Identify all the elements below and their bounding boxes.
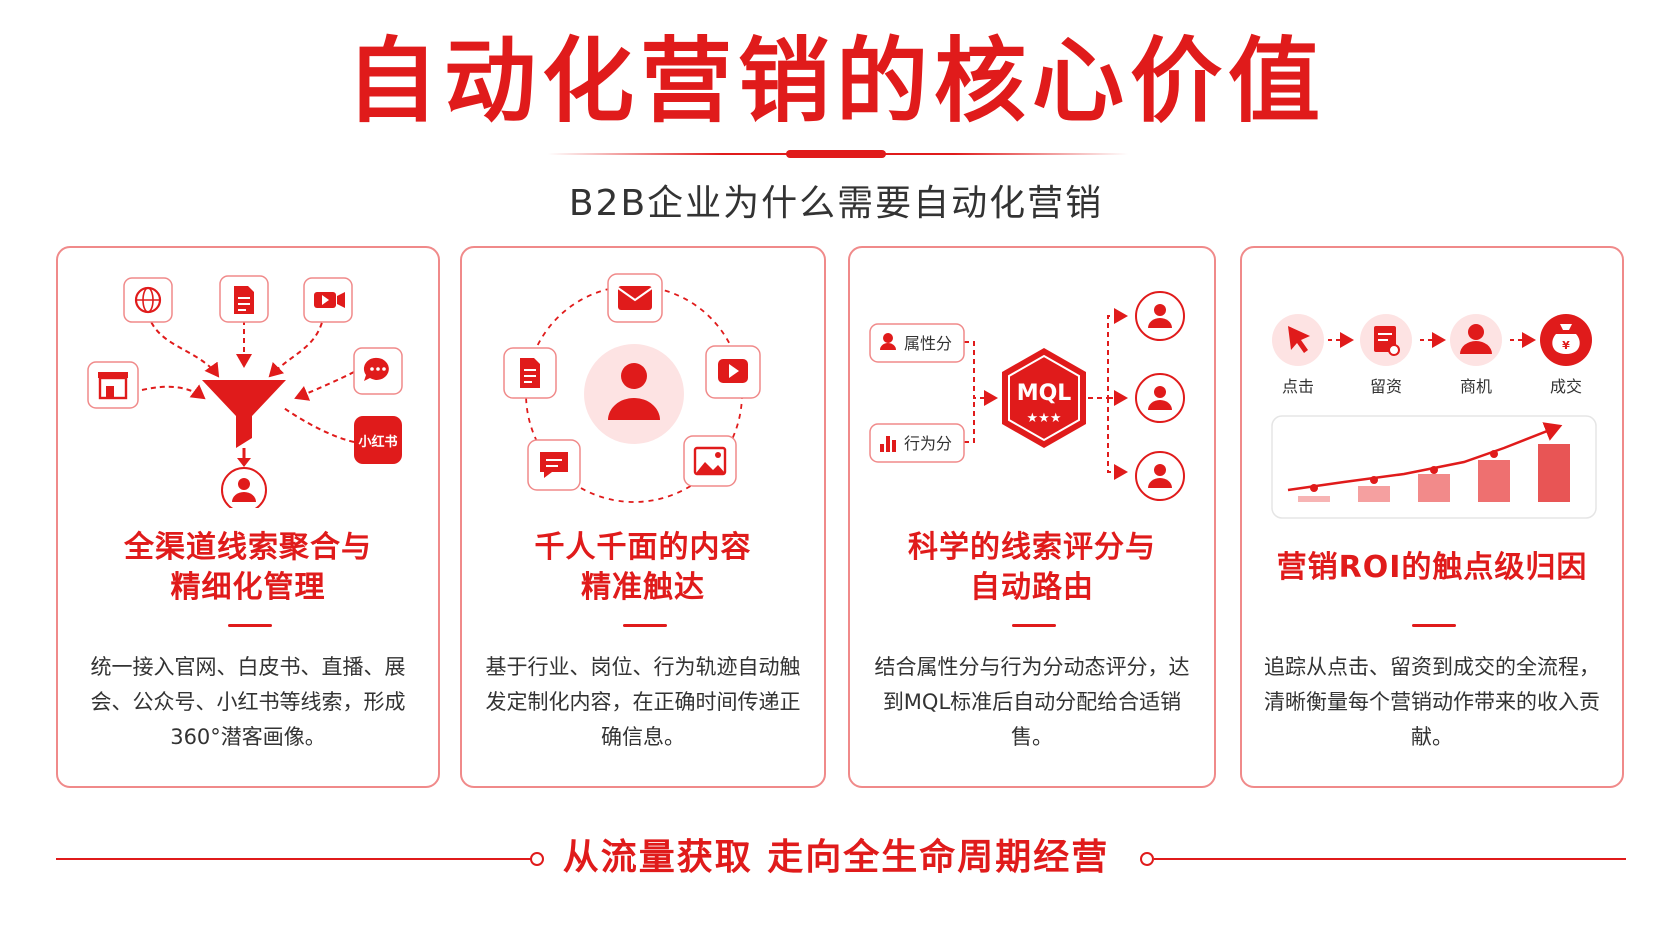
sales-user-1 [1135, 291, 1185, 341]
card2-divider [623, 624, 667, 627]
card-personalized-content: 千人千面的内容 精准触达 基于行业、岗位、行为轨迹自动触发定制化内容，在正确时间… [460, 246, 826, 788]
footer-dot-left [530, 852, 544, 866]
card4-description: 追踪从点击、留资到成交的全流程，清晰衡量每个营销动作带来的收入贡献。 [1264, 655, 1600, 749]
mail-icon [607, 273, 663, 323]
step-click: 点击 [1272, 314, 1324, 396]
step-lead: 留资 [1360, 314, 1412, 396]
step-opportunity: 商机 [1450, 314, 1502, 396]
behavior-score-pill: 行为分 [869, 423, 965, 463]
card3-title-line1: 科学的线索评分与 [908, 530, 1156, 565]
form-icon [1374, 326, 1400, 356]
footer-line-right [1154, 858, 1626, 860]
card3-illustration: 属性分 行为分 MQL ★★★ [869, 291, 1185, 501]
card2-description: 基于行业、岗位、行为轨迹自动触发定制化内容，在正确时间传递正确信息。 [485, 655, 801, 749]
card3-description: 结合属性分与行为分动态评分，达到MQL标准后自动分配给合适销售。 [874, 655, 1190, 749]
attribute-score-label: 属性分 [904, 334, 952, 353]
attribute-score-pill: 属性分 [869, 323, 965, 363]
play-icon [705, 345, 761, 399]
card3-connectors [964, 308, 1128, 480]
mql-badge-stars: ★★★ [1027, 411, 1062, 426]
card-roi-attribution: 点击 留资 商机 [1240, 246, 1624, 788]
chat-icon [353, 347, 403, 395]
card4-illustration: 点击 留资 商机 [1271, 314, 1597, 519]
footer-line-left [56, 858, 532, 860]
card1-title-line2: 精细化管理 [170, 570, 326, 605]
document-icon [503, 347, 557, 399]
sales-user-3 [1135, 451, 1185, 501]
card2-illustration [503, 273, 761, 503]
card4-title-line1: 营销ROI的触点级归因 [1276, 550, 1588, 585]
user-icon [880, 333, 896, 350]
xiaohongshu-logo: 小红书 [354, 416, 402, 464]
card1-connectors [141, 313, 355, 443]
trend-chart-icon [1271, 415, 1597, 519]
user-icon [221, 467, 267, 508]
card1-divider [228, 624, 272, 627]
user-icon [1148, 464, 1172, 488]
document-icon [219, 275, 269, 323]
footer-slogan: 从流量获取 走向全生命周期经营 [562, 837, 1110, 878]
title-divider-accent [786, 150, 886, 158]
funnel-icon [202, 380, 286, 467]
step-lead-label: 留资 [1370, 377, 1402, 396]
card-lead-scoring: 属性分 行为分 MQL ★★★ [848, 246, 1216, 788]
behavior-score-label: 行为分 [904, 434, 952, 453]
store-icon [87, 361, 139, 409]
card2-title-line1: 千人千面的内容 [534, 530, 752, 565]
sales-user-2 [1135, 373, 1185, 423]
image-icon [683, 435, 737, 487]
message-icon [527, 439, 581, 491]
card1-title-line1: 全渠道线索聚合与 [124, 530, 372, 565]
card3-title-line2: 自动路由 [970, 570, 1094, 605]
user-icon [1148, 386, 1172, 410]
card-lead-aggregation: 小红书 全渠道线索聚合与 精细化管理 统一接入官网、白皮书、直播、展会、公众号、… [56, 246, 440, 788]
card1-illustration: 小红书 [87, 275, 403, 508]
bar-chart-icon [880, 436, 896, 452]
mql-badge-icon: MQL ★★★ [1002, 348, 1086, 448]
page-subtitle: B2B企业为什么需要自动化营销 [568, 183, 1104, 224]
step-click-label: 点击 [1282, 377, 1314, 396]
cursor-icon [1288, 326, 1310, 353]
card1-description: 统一接入官网、白皮书、直播、展会、公众号、小红书等线索，形成360°潜客画像。 [90, 655, 406, 749]
footer-dot-right [1140, 852, 1154, 866]
xiaohongshu-label: 小红书 [358, 434, 397, 450]
user-icon [1148, 304, 1172, 328]
video-icon [303, 277, 353, 323]
money-bag-icon: ¥ [1552, 324, 1580, 354]
svg-text:¥: ¥ [1562, 339, 1570, 352]
step-opportunity-label: 商机 [1460, 377, 1492, 396]
card2-title-line2: 精准触达 [581, 570, 705, 605]
step-deal-label: 成交 [1550, 377, 1582, 396]
card4-divider [1412, 624, 1456, 627]
card3-divider [1012, 624, 1056, 627]
mql-badge-label: MQL [1017, 381, 1072, 406]
step-deal: ¥ 成交 [1540, 314, 1592, 396]
globe-icon [123, 277, 173, 323]
page-title: 自动化营销的核心价值 [345, 28, 1326, 135]
user-icon [1460, 324, 1492, 354]
user-icon [584, 344, 684, 444]
